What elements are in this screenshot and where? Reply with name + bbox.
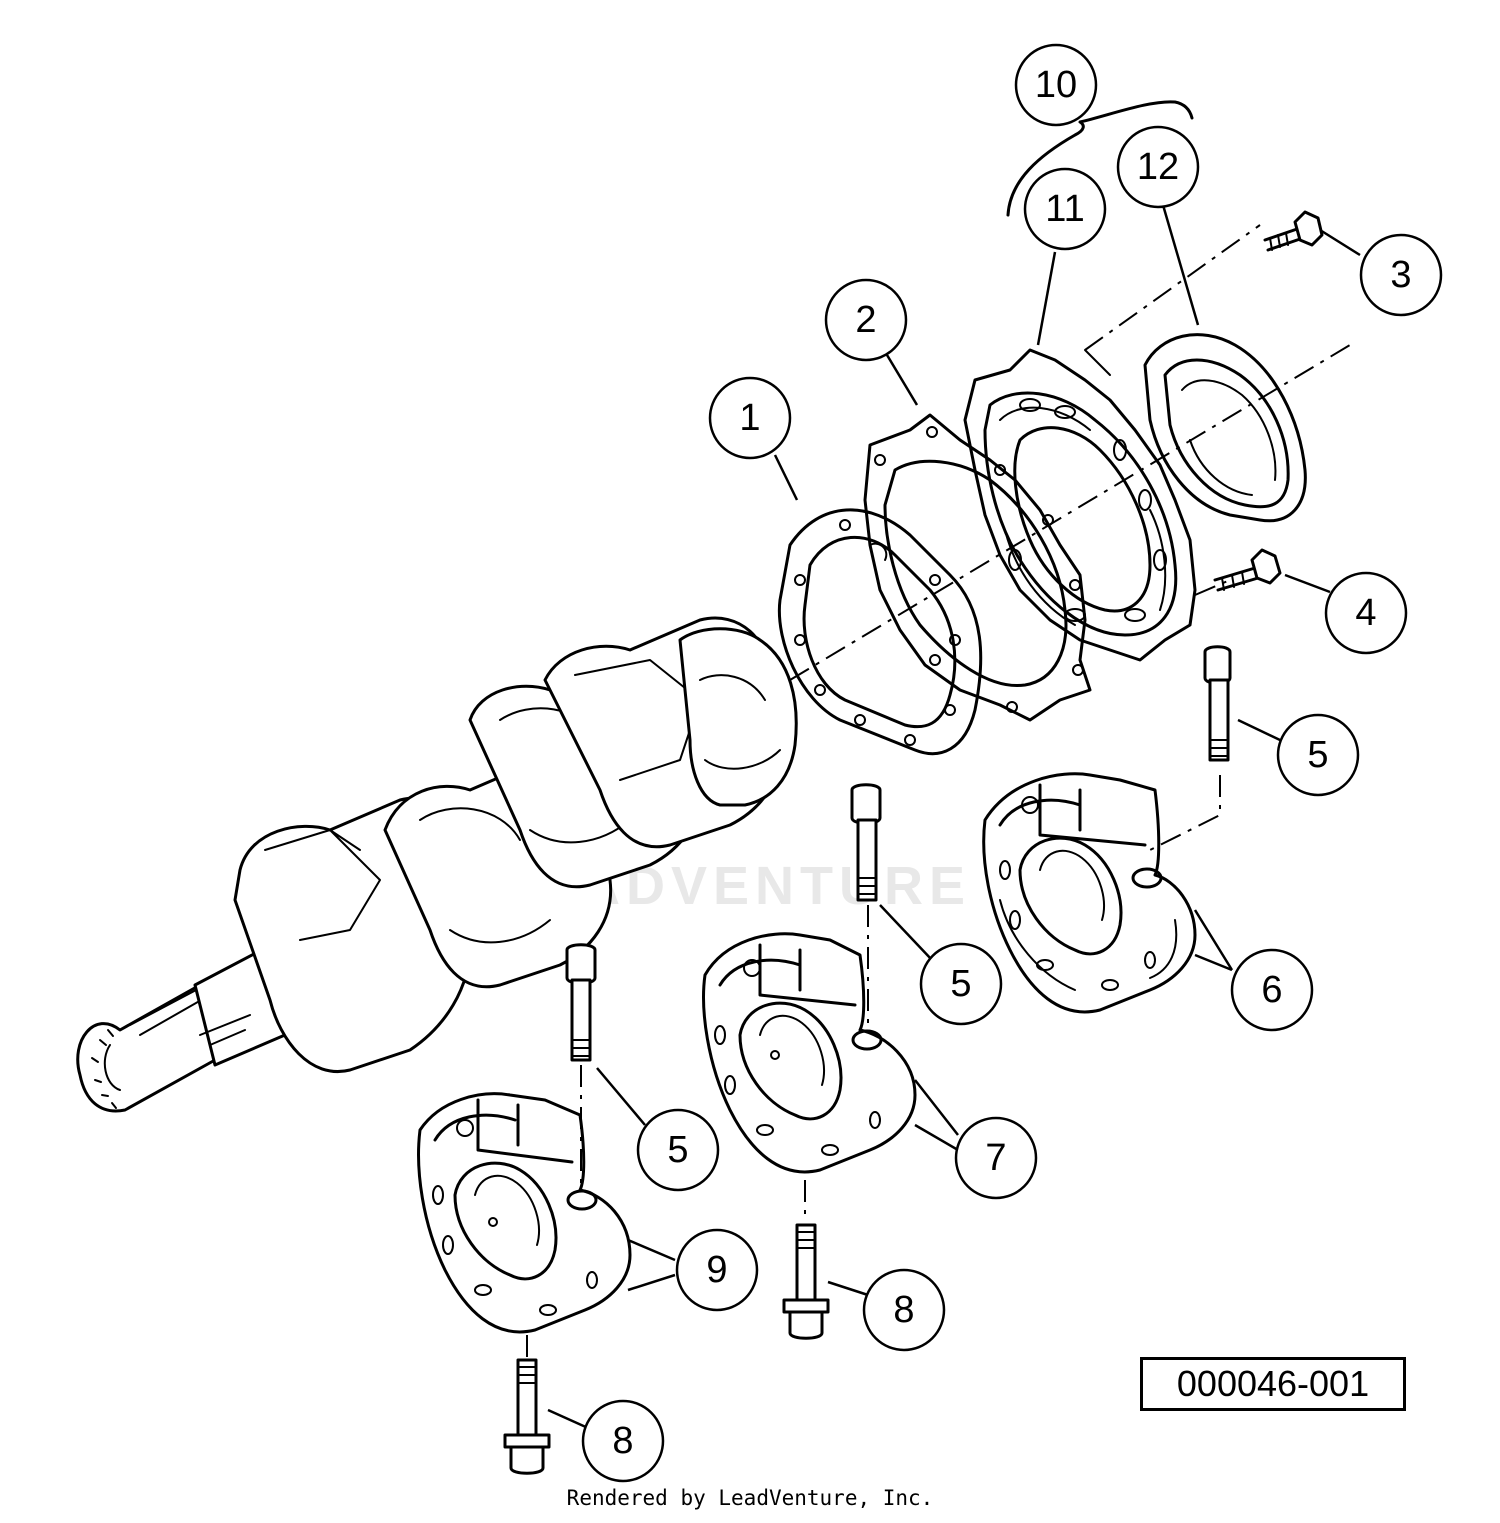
bolt-axis-link-3: [1084, 349, 1111, 376]
oil-seal-12: [1143, 333, 1307, 523]
callout-11: 11: [1023, 167, 1107, 251]
bearing-cap-7: [702, 932, 917, 1220]
bolt-axis-line-4: [1194, 579, 1231, 596]
callout-5-middle: 5: [919, 942, 1003, 1026]
figure-code-box: 000046-001: [1140, 1357, 1406, 1411]
gasket-ring-1: [777, 508, 983, 756]
callout-7: 7: [954, 1116, 1038, 1200]
svg-text:5: 5: [1307, 734, 1328, 776]
callout-8-middle: 8: [862, 1268, 946, 1352]
svg-text:8: 8: [612, 1420, 633, 1462]
leader-lines: [547, 204, 1361, 1430]
bolt-8-lower: [503, 1358, 551, 1475]
bolt-4: [1213, 548, 1282, 592]
bolt-5-upper: [1149, 645, 1232, 851]
svg-text:10: 10: [1035, 64, 1077, 106]
bolt-5-lower: [565, 943, 597, 1185]
callout-12: 12: [1116, 125, 1200, 209]
footer-credit: Rendered by LeadVenture, Inc.: [566, 1486, 934, 1510]
svg-text:9: 9: [706, 1249, 727, 1291]
svg-text:7: 7: [985, 1137, 1006, 1179]
svg-text:5: 5: [950, 963, 971, 1005]
callout-3: 3: [1359, 233, 1443, 317]
svg-text:5: 5: [667, 1129, 688, 1171]
callout-8-lower: 8: [581, 1399, 665, 1483]
bolt-3: [1263, 210, 1324, 252]
svg-text:11: 11: [1045, 188, 1084, 230]
svg-text:1: 1: [739, 397, 760, 439]
callout-1: 1: [708, 376, 792, 460]
callout-9: 9: [675, 1228, 759, 1312]
callout-5-lower: 5: [636, 1108, 720, 1192]
center-axis-line: [789, 344, 1351, 681]
gasket-plate-2: [863, 413, 1092, 722]
group-bracket-10: [1006, 100, 1194, 217]
callout-5-upper: 5: [1276, 713, 1360, 797]
callout-10: 10: [1014, 43, 1098, 127]
bearing-cap-9: [417, 1092, 632, 1360]
svg-text:3: 3: [1390, 254, 1411, 296]
callout-4: 4: [1324, 571, 1408, 655]
bolt-5-middle: [850, 783, 882, 1030]
svg-text:8: 8: [893, 1289, 914, 1331]
crankshaft: [76, 616, 798, 1113]
bolt-8-middle: [782, 1223, 830, 1340]
svg-text:6: 6: [1261, 969, 1282, 1011]
seal-housing-11: [963, 348, 1197, 662]
svg-text:2: 2: [855, 299, 876, 341]
callout-6: 6: [1230, 948, 1314, 1032]
svg-text:4: 4: [1355, 592, 1376, 634]
svg-text:12: 12: [1137, 146, 1179, 188]
bearing-cap-6: [982, 772, 1197, 1014]
callout-2: 2: [824, 278, 908, 362]
bolt-axis-line-3: [1084, 224, 1261, 351]
